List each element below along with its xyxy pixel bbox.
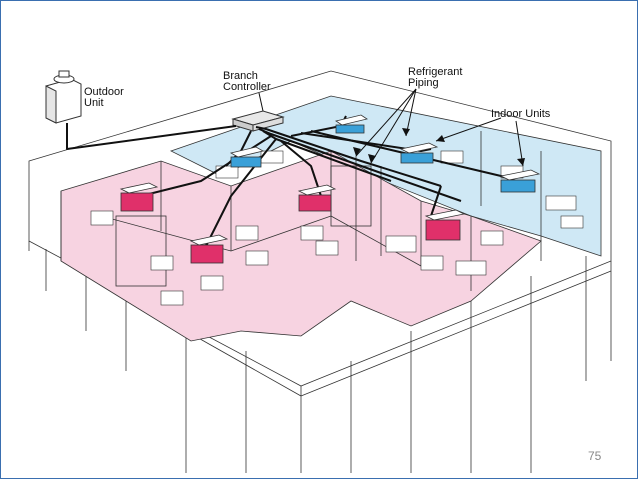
refrigerant-piping-label: Refrigerant Piping [408,66,463,89]
callout-arrowheads [353,128,525,166]
indoor-units-label: Indoor Units [491,108,551,120]
indoor-units-heating [119,182,466,264]
office-furniture [90,150,584,306]
page-number: 75 [588,449,602,463]
outdoor-unit-label: Outdoor Unit [84,86,124,109]
lower-floor-walls [28,241,612,473]
outdoor-unit [45,70,82,124]
indoor-units-cooling [229,114,541,193]
branch-controller-label: Branch Controller [223,70,271,93]
